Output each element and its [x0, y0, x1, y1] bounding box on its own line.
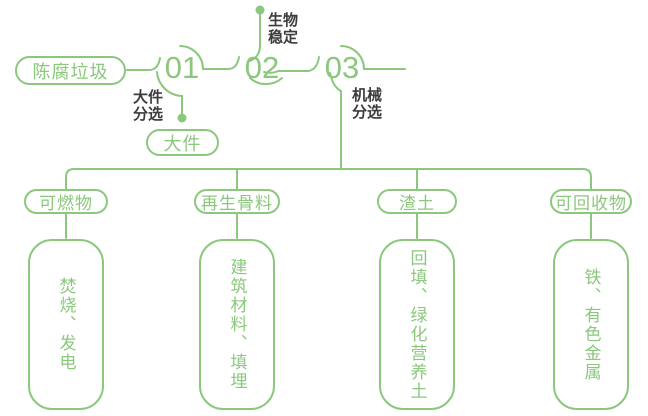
source-label: 陈腐垃圾: [32, 61, 109, 82]
category-label: 渣土: [399, 194, 435, 213]
category-label: 再生骨料: [201, 194, 273, 213]
result-text: 焚烧、发电: [56, 277, 76, 372]
note-mechanical-sorting: 机械 分选: [352, 87, 383, 121]
result-text: 建筑材料、填埋: [227, 258, 247, 391]
category-label: 可燃物: [39, 194, 93, 213]
source-pill: 陈腐垃圾: [15, 56, 126, 85]
step-number-01: 01: [164, 50, 200, 85]
step-number-03: 03: [324, 50, 360, 85]
connector-branch-bar: [65, 168, 592, 190]
category-label: 可回收物: [555, 194, 627, 213]
connector-02-underline-arc: [249, 77, 283, 86]
result-box-metals: 铁、有色金属: [553, 239, 629, 410]
connector-dot-bulky: [177, 113, 187, 123]
connector-01-descender: [156, 71, 183, 115]
category-pill-combustibles: 可燃物: [24, 189, 108, 214]
note-bio-stabilization: 生物 稳定: [268, 12, 299, 46]
category-pill-slag-soil: 渣土: [377, 189, 457, 214]
connector-source-to-01: [126, 57, 161, 71]
connector-dot-biostable: [255, 5, 265, 15]
result-box-construction: 建筑材料、填埋: [199, 239, 275, 410]
connector-03-descender: [329, 72, 342, 170]
result-text: 回填、绿化营养土: [407, 248, 427, 401]
result-box-incineration: 焚烧、发电: [28, 239, 104, 410]
connector-01-to-02: [179, 45, 240, 70]
bulky-output-label: 大件: [163, 133, 202, 154]
category-pill-recyclables: 可回收物: [550, 189, 632, 214]
note-bulky-sorting: 大件 分选: [133, 89, 164, 123]
connector-02-riser-biostable: [249, 10, 261, 62]
connector-03-outflow: [340, 45, 406, 70]
bulky-output-pill: 大件: [146, 129, 219, 156]
result-text: 铁、有色金属: [581, 267, 601, 382]
result-box-backfill: 回填、绿化营养土: [379, 239, 455, 410]
connector-02-to-03: [263, 56, 320, 74]
category-pill-recycled-aggregate: 再生骨料: [194, 189, 280, 214]
step-number-02: 02: [244, 50, 280, 85]
